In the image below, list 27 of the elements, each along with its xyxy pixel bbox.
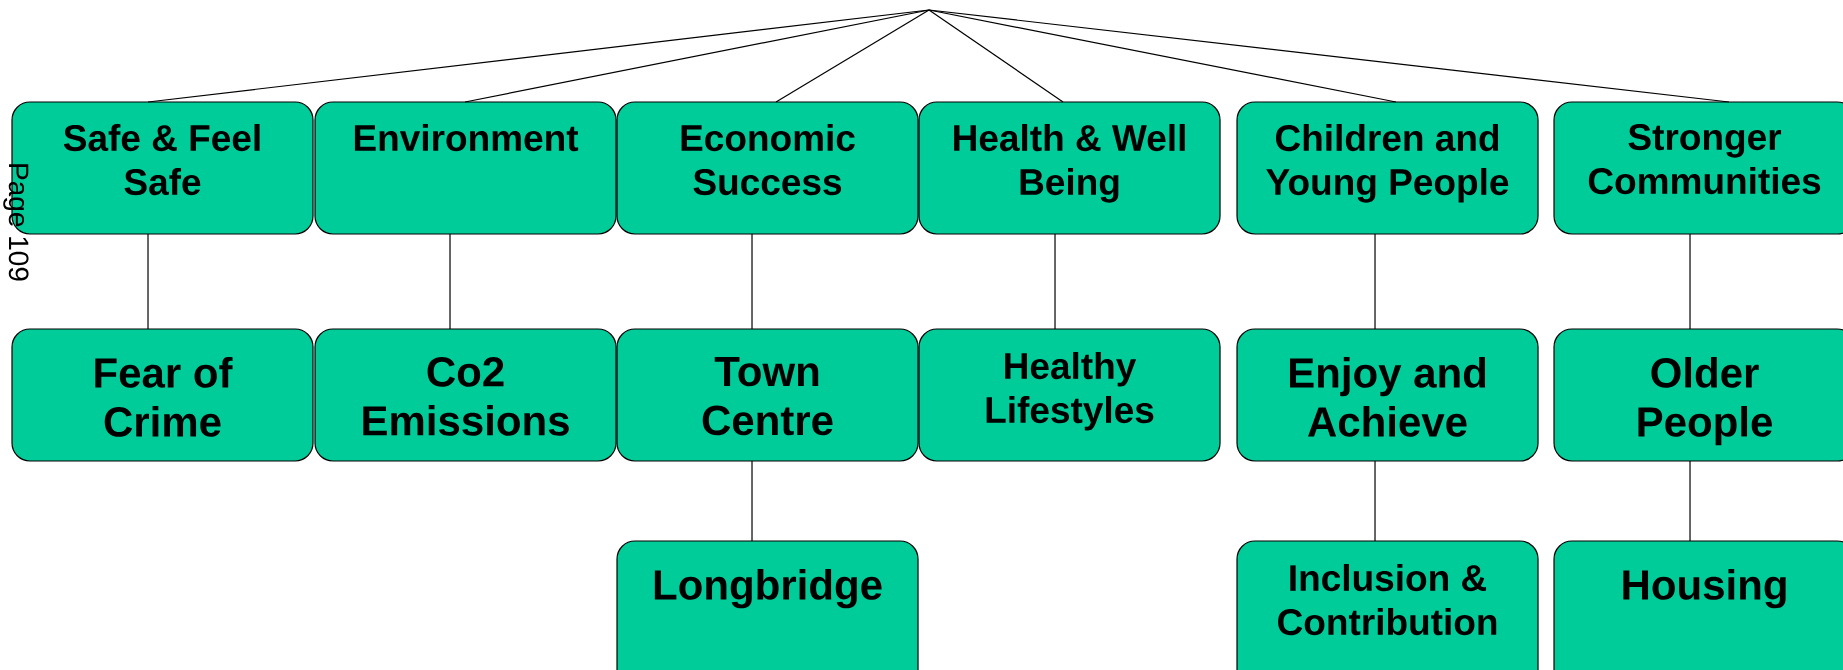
category-box: Longbridge	[616, 540, 919, 670]
category-box: Stronger Communities	[1553, 101, 1843, 235]
connector-line	[751, 233, 753, 330]
category-box: Co2 Emissions	[314, 328, 617, 462]
category-box: Economic Success	[616, 101, 919, 235]
category-box: Healthy Lifestyles	[918, 328, 1221, 462]
category-box: Town Centre	[616, 328, 919, 462]
connector-line	[751, 460, 753, 542]
connector-line	[464, 9, 930, 103]
category-box: Environment	[314, 101, 617, 235]
connector-line	[1689, 460, 1691, 542]
category-box: Older People	[1553, 328, 1843, 462]
connector-line	[147, 233, 149, 330]
category-box: Health & Well Being	[918, 101, 1221, 235]
connector-line	[449, 233, 451, 330]
connector-line	[928, 9, 1730, 103]
category-box: Housing	[1553, 540, 1843, 670]
connector-line	[928, 9, 1064, 103]
category-box: Children and Young People	[1236, 101, 1539, 235]
connector-line	[775, 9, 930, 103]
connector-line	[1374, 460, 1376, 542]
category-box: Enjoy and Achieve	[1236, 328, 1539, 462]
category-box: Inclusion & Contribution	[1236, 540, 1539, 670]
category-box: Fear of Crime	[11, 328, 314, 462]
connector-line	[1374, 233, 1376, 330]
connector-line	[1689, 233, 1691, 330]
connector-line	[1054, 233, 1056, 330]
